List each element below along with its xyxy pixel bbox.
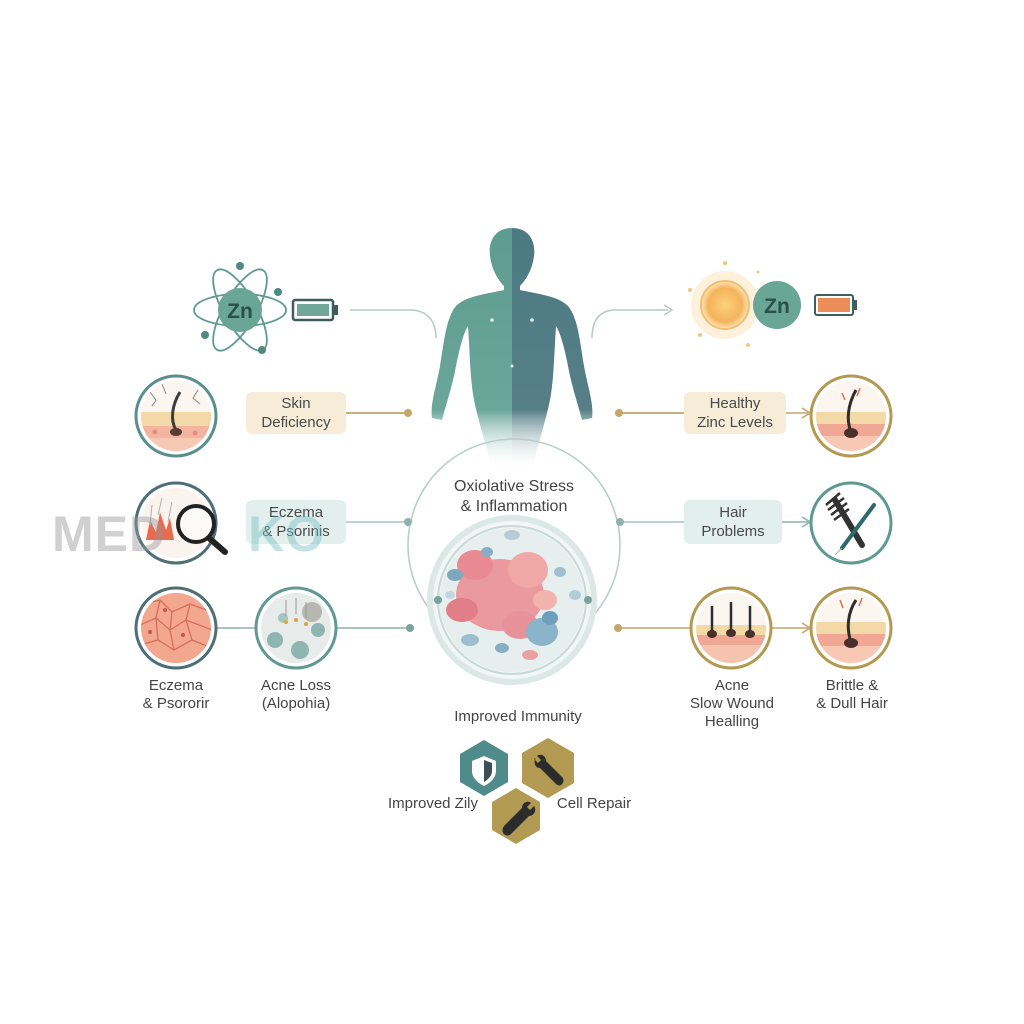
repair-wrench-hexagon (522, 738, 574, 798)
cell-microscope-view (427, 515, 597, 685)
connector-dot (406, 624, 414, 632)
pill-hair-problems: Hair Problems (684, 500, 782, 544)
battery-charged-icon (814, 294, 857, 316)
eczema-magnifier-icon (134, 481, 228, 565)
caption-line: Eczema (148, 677, 204, 694)
pill-healthy-zinc-levels: Healthy Zinc Levels (684, 392, 786, 434)
connector-dot (404, 518, 412, 526)
connector-dot (404, 409, 412, 417)
connector-dot (584, 596, 592, 604)
brittle-hair-follicle-icon (809, 586, 893, 670)
pill-skin-deficiency: Skin Deficiency (246, 392, 346, 434)
connector-dot (434, 596, 442, 604)
alopecia-follicle-icon (254, 586, 338, 670)
center-line: Oxiolative Stress (453, 478, 575, 495)
pill-line: Healthy (709, 395, 761, 412)
sun-icon (688, 261, 760, 347)
caption-line: Acne (714, 677, 750, 694)
caption-acne-loss: Acne Loss (Alopohia) (244, 677, 348, 713)
pill-line: Problems (701, 523, 765, 540)
pill-line: Skin (281, 395, 311, 412)
top-left-connector (350, 309, 437, 339)
improved-zily-label: Improved Zily (387, 795, 479, 812)
caption-line: & Psororir (142, 695, 210, 712)
cell-repair-label: Cell Repair (556, 795, 632, 812)
watermark-part: KO (248, 506, 326, 562)
oxidative-stress-label: Oxiolative Stress & Inflammation (432, 477, 596, 517)
pill-line: & Psorinis (262, 523, 330, 540)
connector-dot (614, 624, 622, 632)
immunity-shield-hexagon (460, 740, 508, 796)
caption-eczema-psororir: Eczema & Psororir (126, 677, 226, 713)
caption-brittle-dull-hair: Brittle & & Dull Hair (800, 677, 904, 713)
pill-eczema-psorinis: Eczema & Psorinis (246, 500, 346, 544)
caption-line: Acne Loss (260, 677, 332, 694)
connector-dot (616, 518, 624, 526)
caption-line: Healling (704, 713, 760, 730)
cracked-skin-icon (134, 374, 218, 458)
human-figure (431, 228, 593, 470)
watermark-part: MED (52, 506, 167, 562)
zinc-symbol-right: Zn (764, 295, 790, 318)
caption-line: (Alopohia) (261, 695, 331, 712)
watermark: MED KO (52, 505, 325, 563)
caption-line: Slow Wound (690, 695, 774, 712)
pill-line: Deficiency (261, 414, 331, 431)
arrow-head-icon (663, 304, 674, 316)
cell-repair-wrench-hexagon (492, 788, 540, 844)
pill-line: Zinc Levels (697, 414, 773, 431)
pill-line: Eczema (268, 504, 324, 521)
zinc-badge-right (753, 281, 801, 329)
eczema-skin-texture-icon (134, 586, 218, 670)
improved-immunity-label: Improved Immunity (454, 708, 582, 725)
pill-line: Hair (719, 504, 747, 521)
healthy-follicle-icon (809, 374, 893, 458)
comb-icon (809, 481, 893, 565)
battery-low-icon (291, 298, 338, 322)
top-right-connector (591, 309, 668, 339)
connector-dot (615, 409, 623, 417)
zinc-symbol-left: Zn (227, 300, 253, 323)
zinc-atom-icon (193, 262, 287, 354)
center-line: & Inflammation (460, 498, 568, 515)
acne-follicles-icon (689, 586, 773, 670)
caption-acne-slow-wound: Acne Slow Wound Healling (680, 677, 784, 731)
caption-line: Brittle & (825, 677, 879, 694)
caption-line: & Dull Hair (816, 695, 888, 712)
